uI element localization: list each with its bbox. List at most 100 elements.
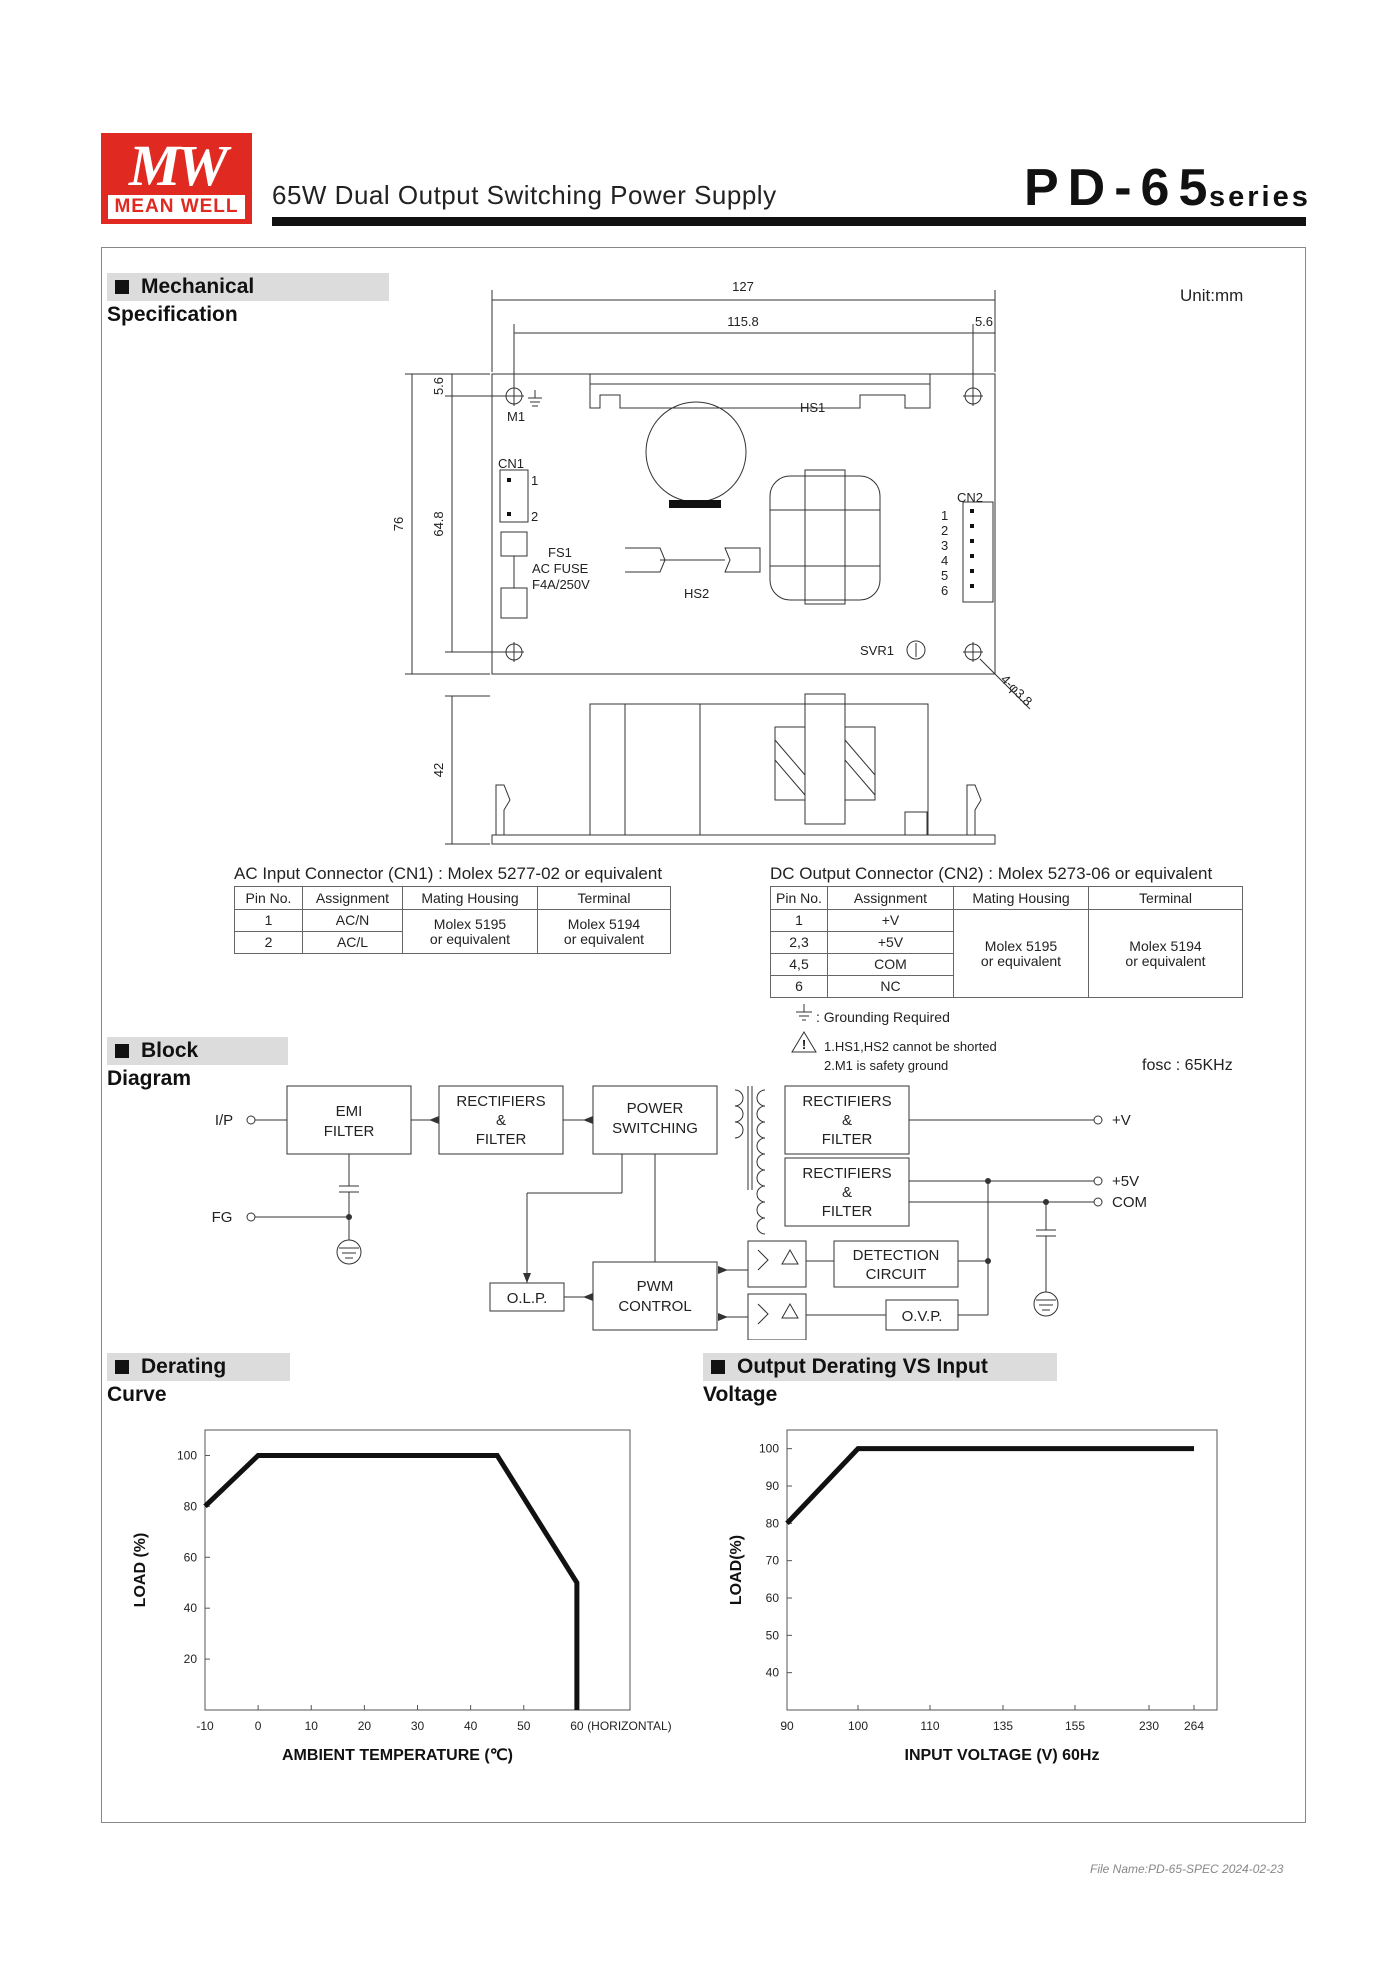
cn1-header-housing: Mating Housing	[402, 886, 538, 910]
x-extra-label: (HORIZONTAL)	[587, 1719, 671, 1733]
y-tick-label: 80	[184, 1499, 198, 1513]
x-axis-label: AMBIENT TEMPERATURE (℃)	[282, 1747, 513, 1764]
svg-text:PWM: PWM	[637, 1278, 674, 1295]
output-5v: +5V	[1112, 1173, 1139, 1190]
transformer-secondary	[756, 1089, 766, 1235]
block-emi-filter	[286, 1085, 412, 1155]
cn2-pin-6: 6	[941, 583, 948, 598]
cn2-header-assign: Assignment	[827, 886, 954, 910]
unit-label: Unit:mm	[1180, 286, 1244, 305]
svg-text:DETECTION: DETECTION	[853, 1247, 940, 1264]
y-tick-label: 40	[766, 1666, 780, 1680]
x-tick-label: 264	[1184, 1719, 1204, 1733]
x-tick-label: 40	[464, 1719, 478, 1733]
series-label: series	[1209, 181, 1311, 213]
svg-text:CONTROL: CONTROL	[618, 1298, 691, 1315]
y-tick-label: 60	[184, 1550, 198, 1564]
y-tick-label: 90	[766, 1479, 780, 1493]
transformer-primary	[734, 1089, 744, 1139]
x-tick-label: 10	[305, 1719, 319, 1733]
svg-text:&: &	[496, 1112, 506, 1129]
label-fg: FG	[212, 1209, 233, 1226]
label-ip: I/P	[215, 1112, 233, 1129]
x-tick-label: 20	[358, 1719, 372, 1733]
mechanical-drawing: 127 115.8 5.6 5.6 76 64.8 42 4-φ3.8 M1 H…	[391, 279, 1036, 845]
block-diagram: I/P FG EMI FILTER RECTIFIERS & FILTER PO…	[212, 1085, 1147, 1340]
cn1-title: AC Input Connector (CN1) : Molex 5277-02…	[234, 864, 663, 883]
plot-area	[786, 1429, 1218, 1711]
label-hs2: HS2	[684, 586, 709, 601]
output-v: +V	[1112, 1112, 1131, 1129]
svg-text:FILTER: FILTER	[324, 1123, 375, 1140]
x-tick-label: -10	[196, 1719, 214, 1733]
svg-text:FILTER: FILTER	[822, 1203, 873, 1220]
warning-icon	[791, 1031, 817, 1053]
block-pwm-control	[592, 1261, 718, 1331]
cn2-table: Pin No. Assignment Mating Housing Termin…	[770, 886, 1243, 998]
note-symbols: !	[791, 1004, 817, 1053]
section-derating-curve: Derating Curve	[107, 1353, 290, 1406]
ground-icon	[1033, 1291, 1059, 1317]
dim-depth: 42	[431, 763, 446, 777]
logo-text: MEAN WELL	[114, 196, 239, 217]
x-tick-label: 30	[411, 1719, 425, 1733]
model-name: PD-65	[1024, 159, 1217, 217]
section-output-derating: Output Derating VS Input Voltage	[703, 1353, 1057, 1406]
dim-height: 76	[391, 517, 406, 531]
cn2-pin-2: 2	[941, 523, 948, 538]
dim-inner-width: 115.8	[727, 314, 759, 329]
cn2-pin-3: 3	[941, 538, 948, 553]
ground-icon	[336, 1239, 362, 1265]
cn2-header-housing: Mating Housing	[953, 886, 1089, 910]
x-tick-label: 230	[1139, 1719, 1159, 1733]
pcb-outline	[491, 373, 996, 675]
label-fuse-type: AC FUSE	[532, 561, 589, 576]
svg-text:FILTER: FILTER	[822, 1131, 873, 1148]
cn2-header-terminal: Terminal	[1088, 886, 1243, 910]
document-title: 65W Dual Output Switching Power Supply	[272, 180, 777, 210]
y-tick-label: 100	[759, 1442, 779, 1456]
svg-text:RECTIFIERS: RECTIFIERS	[802, 1093, 891, 1110]
section-block-diagram: Block Diagram	[107, 1037, 288, 1090]
y-axis-label: LOAD(%)	[728, 1535, 745, 1605]
note-grounding: : Grounding Required	[816, 1009, 950, 1025]
y-tick-label: 40	[184, 1601, 198, 1615]
svg-text:RECTIFIERS: RECTIFIERS	[456, 1093, 545, 1110]
x-tick-label: 60	[570, 1719, 584, 1733]
svg-text:&: &	[842, 1184, 852, 1201]
label-fs1: FS1	[548, 545, 572, 560]
cn2-title: DC Output Connector (CN2) : Molex 5273-0…	[770, 864, 1213, 883]
x-tick-label: 0	[255, 1719, 262, 1733]
x-tick-label: 135	[993, 1719, 1013, 1733]
block-rectifiers-3	[784, 1157, 910, 1227]
series-line	[203, 1452, 580, 1710]
y-axis-label: LOAD (%)	[132, 1533, 149, 1608]
dim-top-offset: 5.6	[431, 377, 446, 395]
x-tick-label: 110	[920, 1719, 939, 1733]
dim-right-offset: 5.6	[975, 314, 993, 329]
series-line	[785, 1446, 1194, 1526]
label-svr1: SVR1	[860, 643, 894, 658]
output-com: COM	[1112, 1194, 1147, 1211]
x-tick-label: 155	[1065, 1719, 1085, 1733]
x-axis-label: INPUT VOLTAGE (V) 60Hz	[905, 1747, 1100, 1764]
cn2-pin-4: 4	[941, 553, 948, 568]
dim-hole: 4-φ3.8	[998, 672, 1036, 710]
file-name-footer: File Name:PD-65-SPEC 2024-02-23	[1090, 1862, 1284, 1876]
svg-text:SWITCHING: SWITCHING	[612, 1120, 698, 1137]
table-row: 2 AC/L	[234, 931, 671, 954]
mean-well-logo: MW MEAN WELL	[101, 133, 252, 224]
fosc-label: fosc : 65KHz	[1142, 1057, 1233, 1074]
block-detection-circuit	[833, 1240, 959, 1288]
section-mechanical: Mechanical Specification	[107, 273, 389, 326]
header-rule	[272, 217, 1306, 226]
svg-text:RECTIFIERS: RECTIFIERS	[802, 1165, 891, 1182]
svg-text:EMI: EMI	[336, 1103, 363, 1120]
